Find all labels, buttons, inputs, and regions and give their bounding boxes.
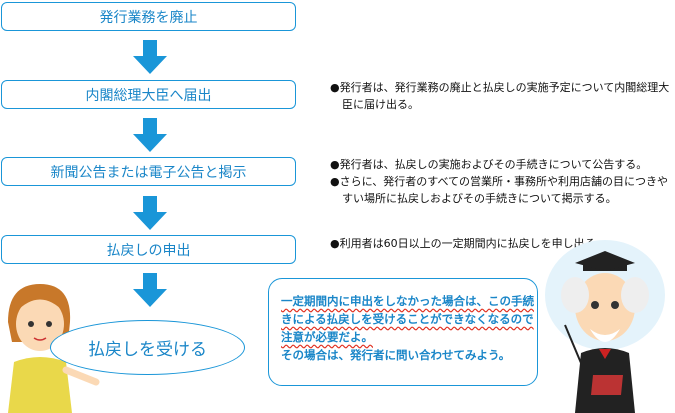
professor-illustration bbox=[545, 240, 665, 413]
step-abolish-issuance: 発行業務を廃止 bbox=[1, 2, 296, 31]
speech-bubble: 一定期間内に申出をしなかった場合は、この手続きによる払戻しを受けることができなく… bbox=[268, 278, 538, 386]
note-text: ●発行者は、発行業務の廃止と払戻しの実施予定について内閣総理大臣に届け出る。 bbox=[330, 81, 670, 111]
note-text: ●さらに、発行者のすべての営業所・事務所や利用店舗の目につきやすい場所に払戻しお… bbox=[330, 175, 669, 205]
step-label: 新聞公告または電子公告と掲示 bbox=[50, 164, 247, 181]
down-arrow-icon bbox=[133, 196, 167, 230]
step-label: 内閣総理大臣へ届出 bbox=[85, 87, 212, 104]
step-label: 払戻しの申出 bbox=[106, 242, 191, 259]
note-step3: ●発行者は、払戻しの実施およびその手続きについて公告する。 ●さらに、発行者のすべ… bbox=[330, 156, 670, 207]
step-label: 発行業務を廃止 bbox=[99, 9, 198, 26]
advice-text: その場合は、発行者に問い合わせてみよう。 bbox=[281, 348, 511, 362]
step-refund-request: 払戻しの申出 bbox=[1, 235, 296, 264]
note-step2: ●発行者は、発行業務の廃止と払戻しの実施予定について内閣総理大臣に届け出る。 bbox=[330, 79, 670, 113]
down-arrow-icon bbox=[133, 118, 167, 152]
down-arrow-icon bbox=[133, 40, 167, 74]
note-text: ●利用者は60日以上の一定期間内に払戻しを申し出る。 bbox=[330, 237, 607, 250]
step-notify-prime-minister: 内閣総理大臣へ届出 bbox=[1, 80, 296, 109]
warning-text: 一定期間内に申出をしなかった場合は、この手続きによる払戻しを受けることができなく… bbox=[281, 294, 534, 344]
final-label: 払戻しを受ける bbox=[88, 340, 207, 360]
final-step-receive-refund: 払戻しを受ける bbox=[50, 320, 245, 375]
woman-illustration bbox=[8, 284, 100, 413]
note-text: ●発行者は、払戻しの実施およびその手続きについて公告する。 bbox=[330, 158, 648, 171]
down-arrow-icon bbox=[133, 273, 167, 307]
step-public-notice: 新聞公告または電子公告と掲示 bbox=[1, 157, 296, 186]
note-step4: ●利用者は60日以上の一定期間内に払戻しを申し出る。 bbox=[330, 235, 670, 252]
